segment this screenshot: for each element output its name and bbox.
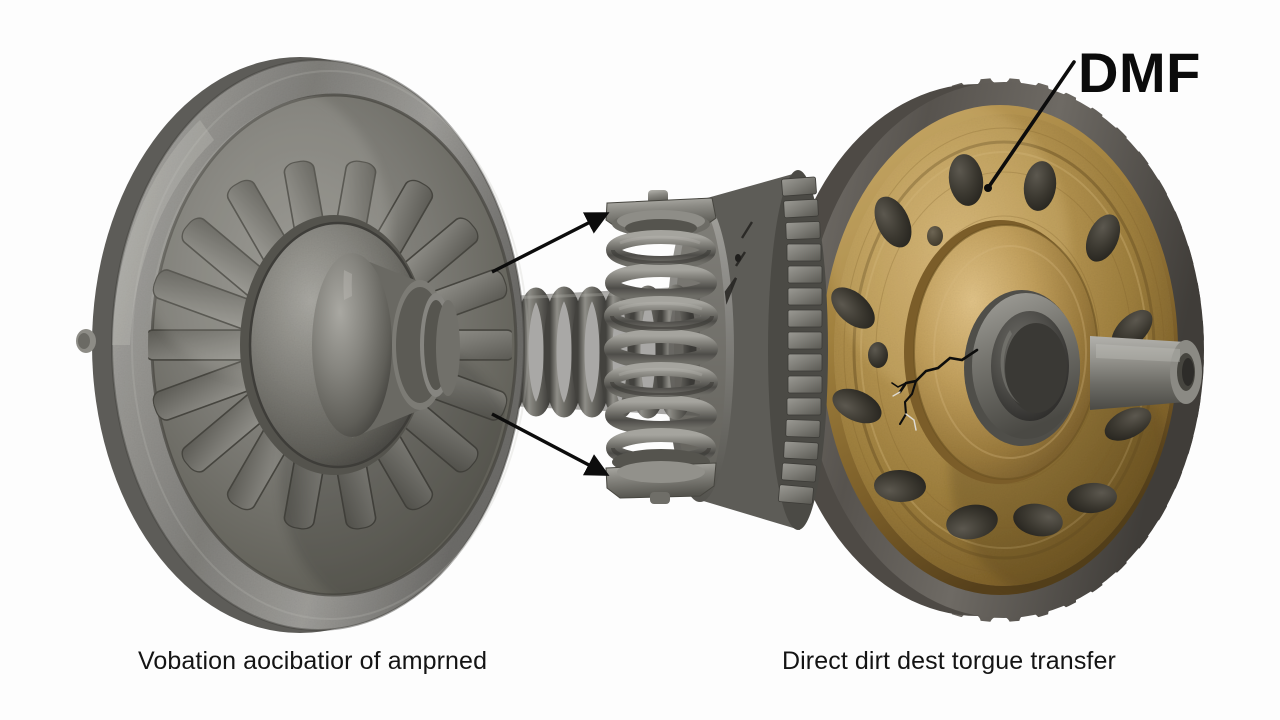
caption-right: Direct dirt dest torgue transfer — [782, 647, 1116, 675]
flywheel-edge-nub — [76, 329, 96, 353]
output-shaft-stub — [1090, 336, 1202, 410]
damper-splines — [778, 176, 823, 505]
damper-assembly — [430, 170, 828, 530]
arrow-lower-damper-spring — [491, 412, 610, 476]
dual-mass-flywheel — [780, 68, 1214, 632]
dmf-label: DMF — [1078, 41, 1201, 104]
arrow-upper-damper-spring — [491, 212, 610, 274]
dmf-crack — [891, 348, 979, 431]
spring-top-cap — [605, 190, 717, 237]
caption-left: Vobation aocibatior of amprned — [138, 647, 488, 675]
annotation-arrows — [491, 60, 1076, 476]
spring-bottom-cap — [605, 449, 717, 504]
dmf-hole-ring-outer — [831, 154, 1153, 540]
dmf-center-bore — [964, 290, 1080, 446]
leader-dot-dmf — [984, 184, 992, 192]
primary-flywheel — [76, 57, 529, 633]
flywheel-hub — [312, 253, 460, 438]
damper-spring-vertical — [604, 190, 718, 504]
leader-line-dmf — [986, 60, 1076, 190]
